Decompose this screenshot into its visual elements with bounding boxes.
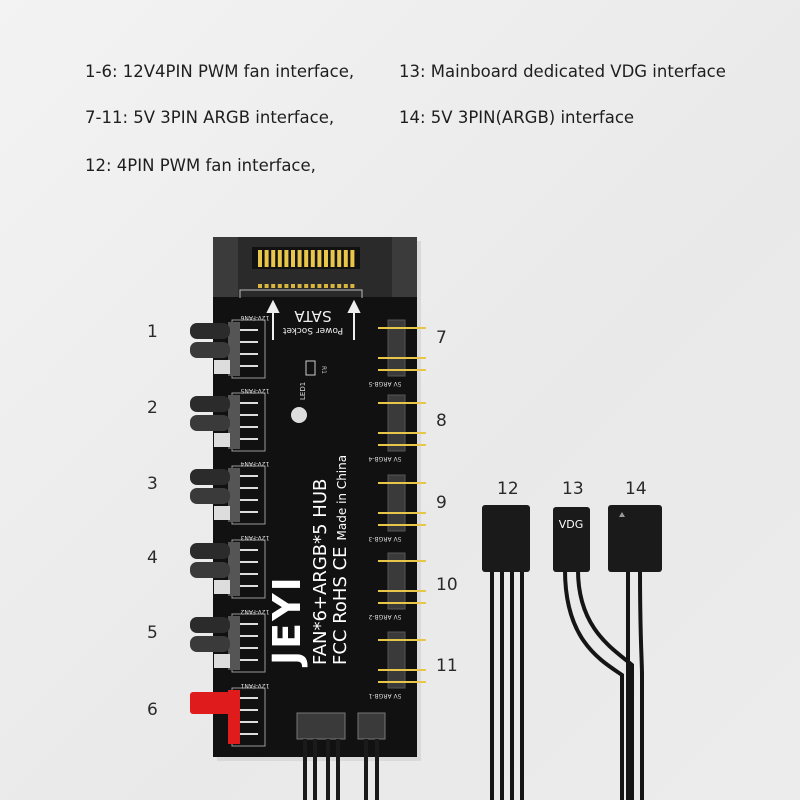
legend-fan-pwm: 1-6: 12V4PIN PWM fan interface,	[85, 62, 355, 81]
legend-pwm-cable: 12: 4PIN PWM fan interface,	[85, 156, 316, 175]
fan-silkscreen-label: 12V-FAN1	[240, 682, 269, 689]
fan-silkscreen-label: 12V-FAN5	[240, 387, 269, 394]
port-number-1: 1	[147, 322, 158, 342]
fan-silkscreen-label: 12V-FAN2	[240, 608, 269, 615]
port-number-14: 14	[625, 479, 647, 499]
port-number-8: 8	[436, 411, 447, 431]
argb-silkscreen-label: 5V ARGB-2	[368, 613, 401, 620]
vdg-label: VDG	[559, 518, 584, 531]
brand-logo: JEYI	[265, 575, 309, 668]
legend-argb-cable: 14: 5V 3PIN(ARGB) interface	[399, 108, 635, 127]
sata-label: SATA	[294, 307, 332, 325]
cable-13-14	[563, 569, 644, 800]
fan-connector-3[interactable]: 12V-FAN4	[190, 460, 269, 525]
argb-header-7[interactable]: 5V ARGB-5	[368, 319, 426, 387]
bottom-connectors	[296, 712, 386, 800]
certs-text: FCC RoHS CEMade in China	[330, 455, 351, 665]
argb-header-9[interactable]: 5V ARGB-3	[368, 474, 426, 542]
led-label: LED1	[299, 382, 307, 400]
fan-connector-4[interactable]: 12V-FAN3	[190, 534, 269, 599]
fan-connector-2[interactable]: 12V-FAN5	[190, 387, 269, 452]
port-number-7: 7	[436, 328, 447, 348]
fan-silkscreen-label: 12V-FAN4	[240, 460, 269, 467]
power-socket-label: Power Socket	[282, 325, 343, 335]
argb-silkscreen-label: 5V ARGB-1	[368, 692, 401, 699]
argb-silkscreen-label: 5V ARGB-4	[368, 455, 401, 462]
legend-argb: 7-11: 5V 3PIN ARGB interface,	[85, 108, 335, 127]
port-number-6: 6	[147, 700, 158, 720]
argb-header-11[interactable]: 5V ARGB-1	[368, 631, 426, 699]
argb-header-10[interactable]: 5V ARGB-2	[368, 552, 426, 620]
resistor-r1	[305, 360, 316, 376]
fan-silkscreen-label: 12V-FAN6	[240, 314, 269, 321]
model-text: FAN*6+ARGB*5 HUB	[310, 479, 331, 665]
cable-14-argb-connector	[608, 505, 662, 572]
sata-socket	[213, 237, 417, 298]
port-number-12: 12	[497, 479, 519, 499]
fan-connector-6[interactable]: 12V-FAN1	[190, 682, 269, 747]
sata-arrows	[266, 299, 361, 340]
argb-header-8[interactable]: 5V ARGB-4	[368, 394, 426, 462]
led1	[291, 407, 307, 423]
port-number-2: 2	[147, 398, 158, 418]
fan-silkscreen-label: 12V-FAN3	[240, 534, 269, 541]
port-number-4: 4	[147, 548, 158, 568]
argb-silkscreen-label: 5V ARGB-3	[368, 535, 401, 542]
port-number-13: 13	[562, 479, 584, 499]
port-number-9: 9	[436, 493, 447, 513]
port-number-10: 10	[436, 575, 458, 595]
fan-connector-1[interactable]: 12V-FAN6	[190, 314, 269, 379]
legend-vdg: 13: Mainboard dedicated VDG interface	[399, 62, 726, 81]
cable-13-vdg-connector	[553, 507, 590, 572]
argb-silkscreen-label: 5V ARGB-5	[368, 380, 401, 387]
fan-connector-5[interactable]: 12V-FAN2	[190, 608, 269, 673]
port-number-5: 5	[147, 623, 158, 643]
port-number-11: 11	[436, 656, 458, 676]
cable-12-pwm	[482, 505, 530, 800]
port-number-3: 3	[147, 474, 158, 494]
resistor-label: R1	[320, 366, 327, 374]
